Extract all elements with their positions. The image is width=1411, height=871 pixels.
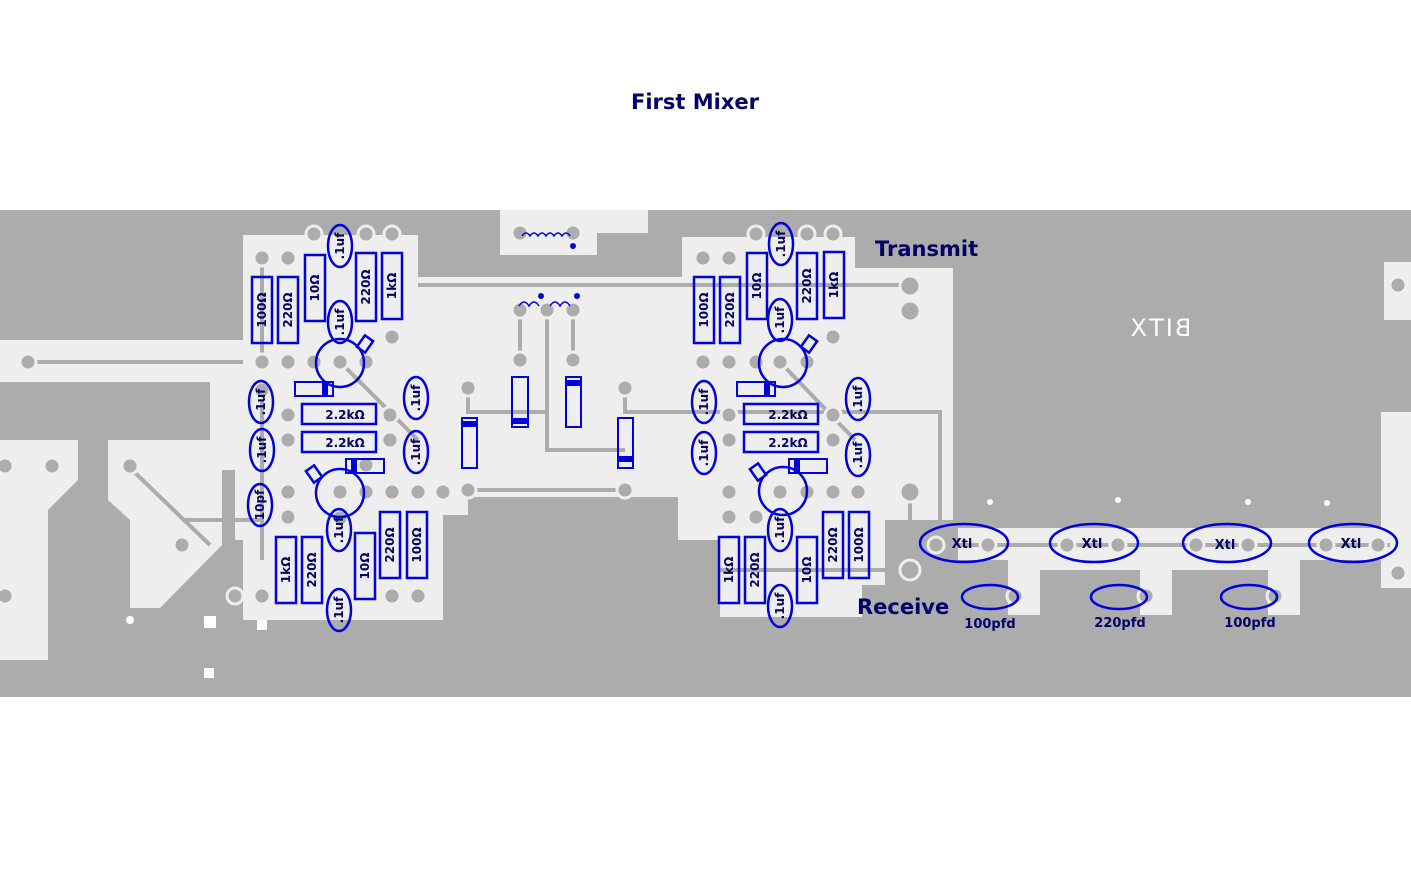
right-res-2k2b: 2.2kΩ	[768, 436, 807, 450]
right-res-1k-bot: 1kΩ	[722, 557, 736, 584]
cap-220pfd: 220pfd	[1094, 616, 1145, 631]
cap-100pfd-2: 100pfd	[1224, 616, 1275, 631]
crystal-4: Xtl	[1341, 537, 1362, 552]
receive-label: Receive	[857, 595, 949, 619]
left-cap-mid: .1uf	[333, 308, 347, 335]
crystal-filter: Xtl Xtl Xtl Xtl 100pfd 220pfd 100pfd	[918, 522, 1399, 632]
crystal-2: Xtl	[1082, 537, 1103, 552]
left-res-220d: 220Ω	[383, 527, 397, 562]
bitx-silkscreen: BITX	[1129, 314, 1192, 342]
right-cap-b2: .1uf	[773, 592, 787, 619]
cap-100pfd-1: 100pfd	[964, 617, 1015, 632]
right-res-220b: 220Ω	[800, 268, 814, 303]
left-cap-top: .1uf	[333, 232, 347, 259]
right-res-10a: 10Ω	[750, 273, 764, 300]
right-res-1k-top: 1kΩ	[827, 272, 841, 299]
left-res-2k2a: 2.2kΩ	[325, 408, 364, 422]
right-mixer: .1uf 100Ω 220Ω 10Ω 220Ω 1kΩ .1uf .1uf .1…	[690, 221, 872, 629]
right-cap-top: .1uf	[774, 230, 788, 257]
right-res-100: 100Ω	[697, 292, 711, 327]
left-res-220b: 220Ω	[359, 269, 373, 304]
left-res-2k2b: 2.2kΩ	[325, 436, 364, 450]
right-res-220a: 220Ω	[723, 292, 737, 327]
diode-blocks	[294, 376, 828, 474]
right-cap-l2: .1uf	[697, 439, 711, 466]
left-res-10b: 10Ω	[358, 553, 372, 580]
crystal-3: Xtl	[1215, 538, 1236, 553]
left-cap-l2: .1uf	[255, 436, 269, 463]
pcb-holes	[126, 497, 1330, 678]
right-cap-r2: .1uf	[851, 441, 865, 468]
right-res-220c: 220Ω	[748, 552, 762, 587]
transformer-coil	[518, 232, 571, 308]
right-cap-l1: .1uf	[697, 388, 711, 415]
left-res-10a: 10Ω	[308, 275, 322, 302]
left-res-1k-bot: 1kΩ	[279, 557, 293, 584]
left-res-100b: 100Ω	[410, 527, 424, 562]
right-cap-r1: .1uf	[851, 385, 865, 412]
left-cap-r1: .1uf	[409, 384, 423, 411]
left-cap-b2: .1uf	[332, 596, 346, 623]
crystal-1: Xtl	[952, 537, 973, 552]
coil-dots	[538, 243, 580, 299]
left-cap-10pf: 10pf	[253, 489, 267, 520]
right-res-2k2a: 2.2kΩ	[768, 408, 807, 422]
left-cap-l1: .1uf	[254, 388, 268, 415]
right-res-220d: 220Ω	[826, 527, 840, 562]
diode-bands	[322, 380, 800, 473]
right-res-100b: 100Ω	[852, 527, 866, 562]
left-res-100: 100Ω	[255, 292, 269, 327]
left-res-1k-top: 1kΩ	[385, 273, 399, 300]
right-cap-mid: .1uf	[773, 306, 787, 333]
transmit-label: Transmit	[875, 237, 978, 261]
left-res-220c: 220Ω	[305, 552, 319, 587]
right-res-10b: 10Ω	[800, 557, 814, 584]
left-cap-b1: .1uf	[332, 516, 346, 543]
left-mixer: .1uf 100Ω 220Ω 10Ω 220Ω 1kΩ .1uf .1uf .1…	[246, 223, 430, 633]
right-cap-b1: .1uf	[773, 516, 787, 543]
page-title: First Mixer	[631, 90, 759, 114]
left-cap-r2: .1uf	[409, 438, 423, 465]
left-res-220a: 220Ω	[281, 292, 295, 327]
